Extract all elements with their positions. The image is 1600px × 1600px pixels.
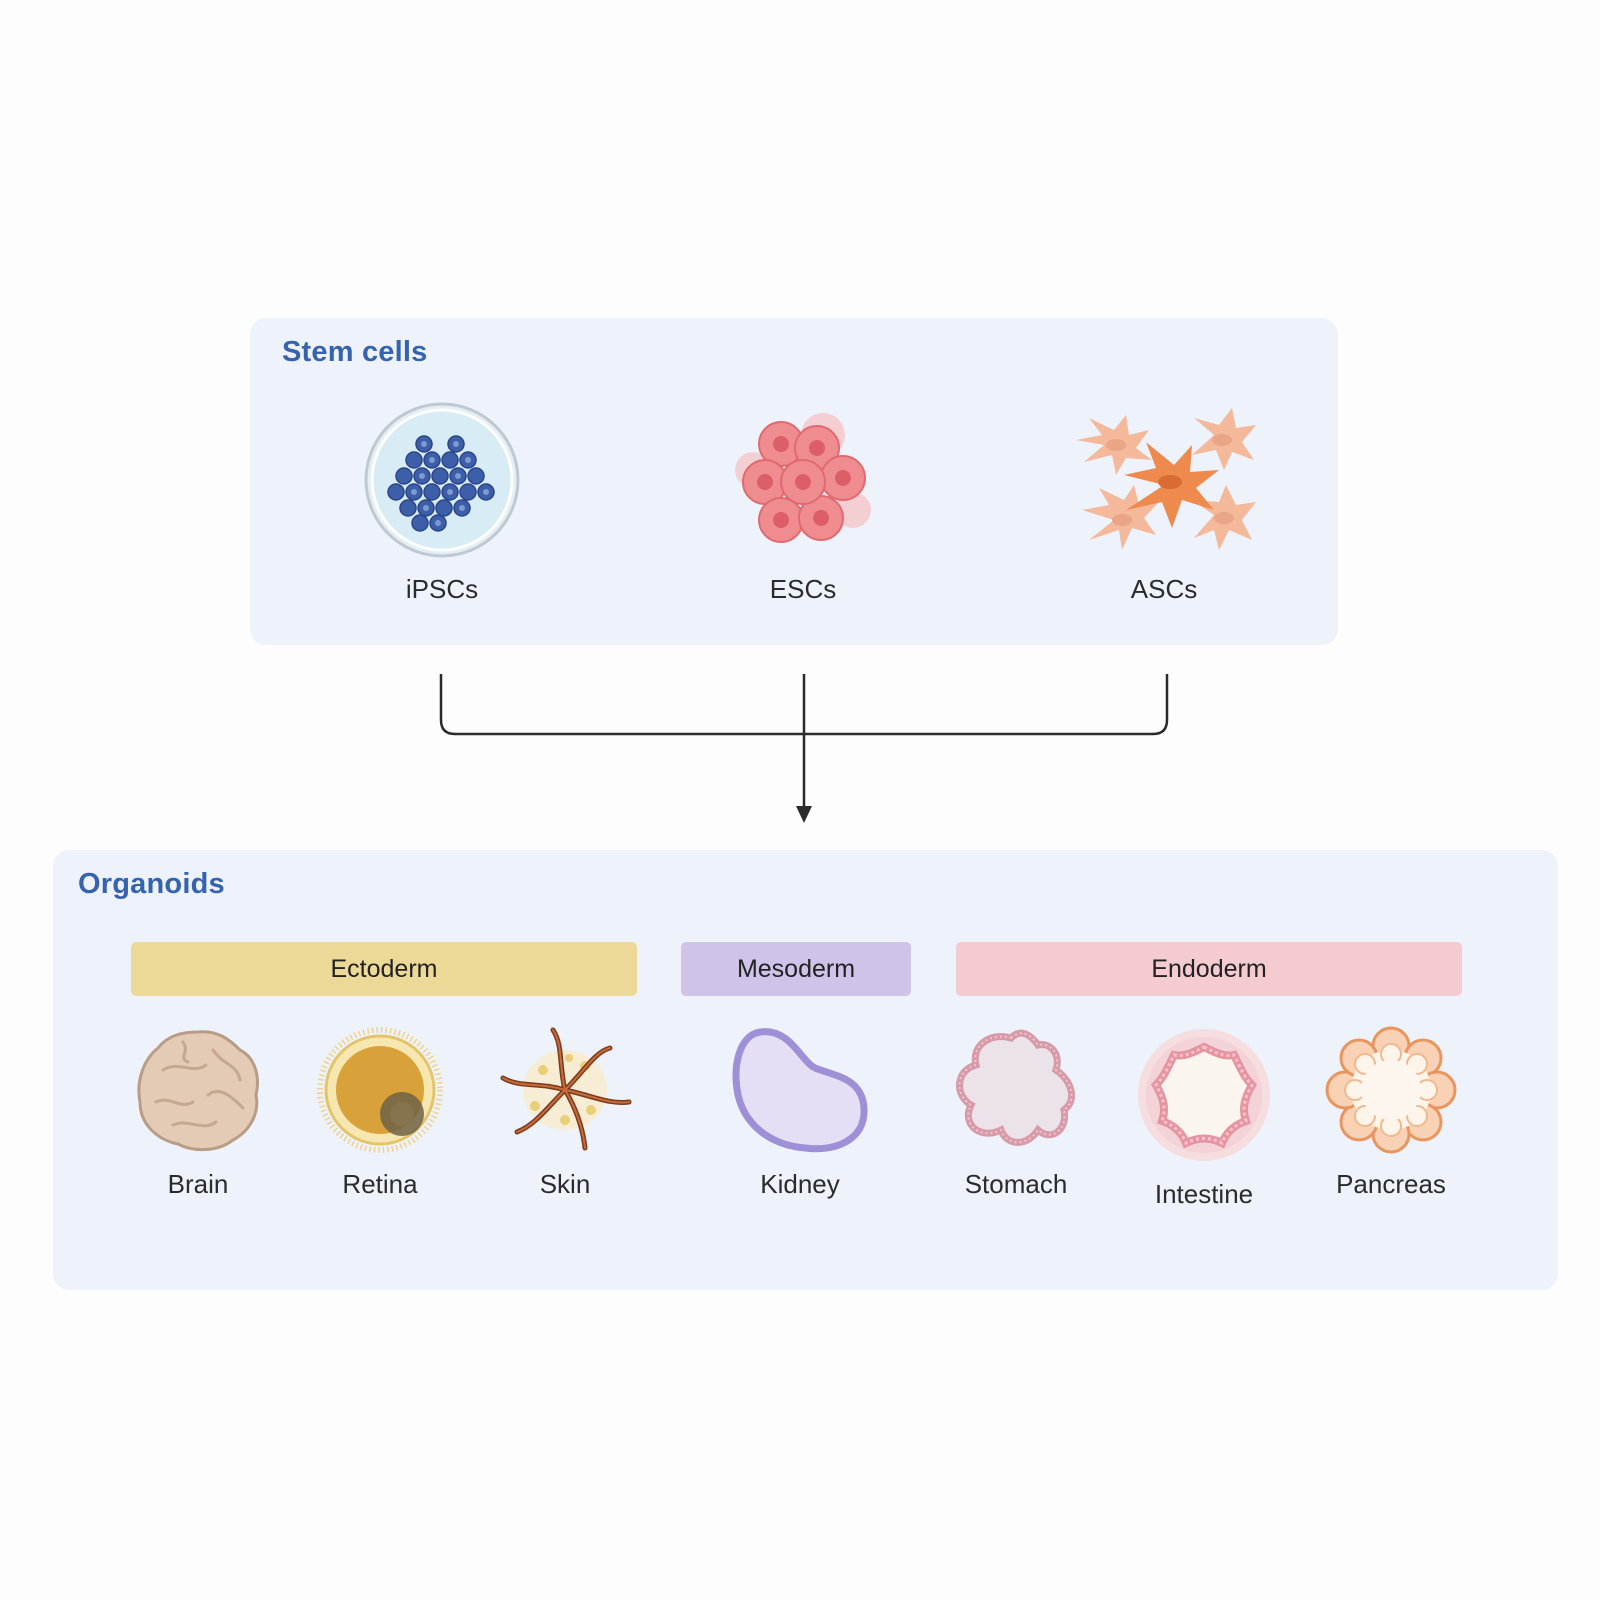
organoid-item-stomach: Stomach xyxy=(916,1025,1116,1200)
intestine-organoid-icon xyxy=(1138,1029,1270,1161)
embryonic-cell-cluster-icon xyxy=(735,413,871,543)
organoid-item-brain: Brain xyxy=(98,1025,298,1200)
kidney-organoid-icon xyxy=(732,1028,868,1153)
stem-label-ascs: ASCs xyxy=(1130,574,1198,604)
organoid-label-kidney: Kidney xyxy=(760,1169,840,1199)
organoid-item-intestine: Intestine xyxy=(1104,1025,1304,1210)
organoids-panel: Organoids Ectoderm Mesoderm Endoderm Bra… xyxy=(53,850,1558,1290)
stem-item-escs: ESCs xyxy=(703,400,903,605)
organoid-label-stomach: Stomach xyxy=(964,1169,1068,1199)
organoids-title: Organoids xyxy=(78,868,225,900)
germ-layer-mesoderm: Mesoderm xyxy=(681,942,911,996)
adult-stem-cells-icon xyxy=(1076,408,1256,550)
organoid-label-skin: Skin xyxy=(539,1169,591,1199)
stem-cells-panel: Stem cells iPSCs xyxy=(250,318,1338,645)
stem-item-ascs: ASCs xyxy=(1064,400,1264,605)
organoid-label-retina: Retina xyxy=(342,1169,418,1199)
stem-label-escs: ESCs xyxy=(769,574,837,604)
skin-organoid-icon xyxy=(500,1027,632,1151)
stem-cells-title: Stem cells xyxy=(282,336,428,368)
petri-dish-colony-icon xyxy=(364,402,520,558)
organoid-item-retina: Retina xyxy=(280,1025,480,1200)
organoid-label-pancreas: Pancreas xyxy=(1336,1169,1446,1199)
stem-label-ipscs: iPSCs xyxy=(405,574,479,604)
organoid-item-skin: Skin xyxy=(465,1025,665,1200)
stomach-organoid-icon xyxy=(956,1029,1076,1146)
organoid-item-kidney: Kidney xyxy=(700,1025,900,1200)
stem-item-ipscs: iPSCs xyxy=(342,400,542,605)
organoid-item-pancreas: Pancreas xyxy=(1291,1025,1491,1200)
organoid-label-intestine: Intestine xyxy=(1154,1179,1254,1209)
pancreas-organoid-icon xyxy=(1325,1026,1457,1154)
organoid-label-brain: Brain xyxy=(167,1169,229,1199)
retina-organoid-icon xyxy=(317,1027,443,1153)
germ-layer-ectoderm: Ectoderm xyxy=(131,942,637,996)
brain-organoid-icon xyxy=(137,1030,259,1151)
germ-layer-endoderm: Endoderm xyxy=(956,942,1462,996)
